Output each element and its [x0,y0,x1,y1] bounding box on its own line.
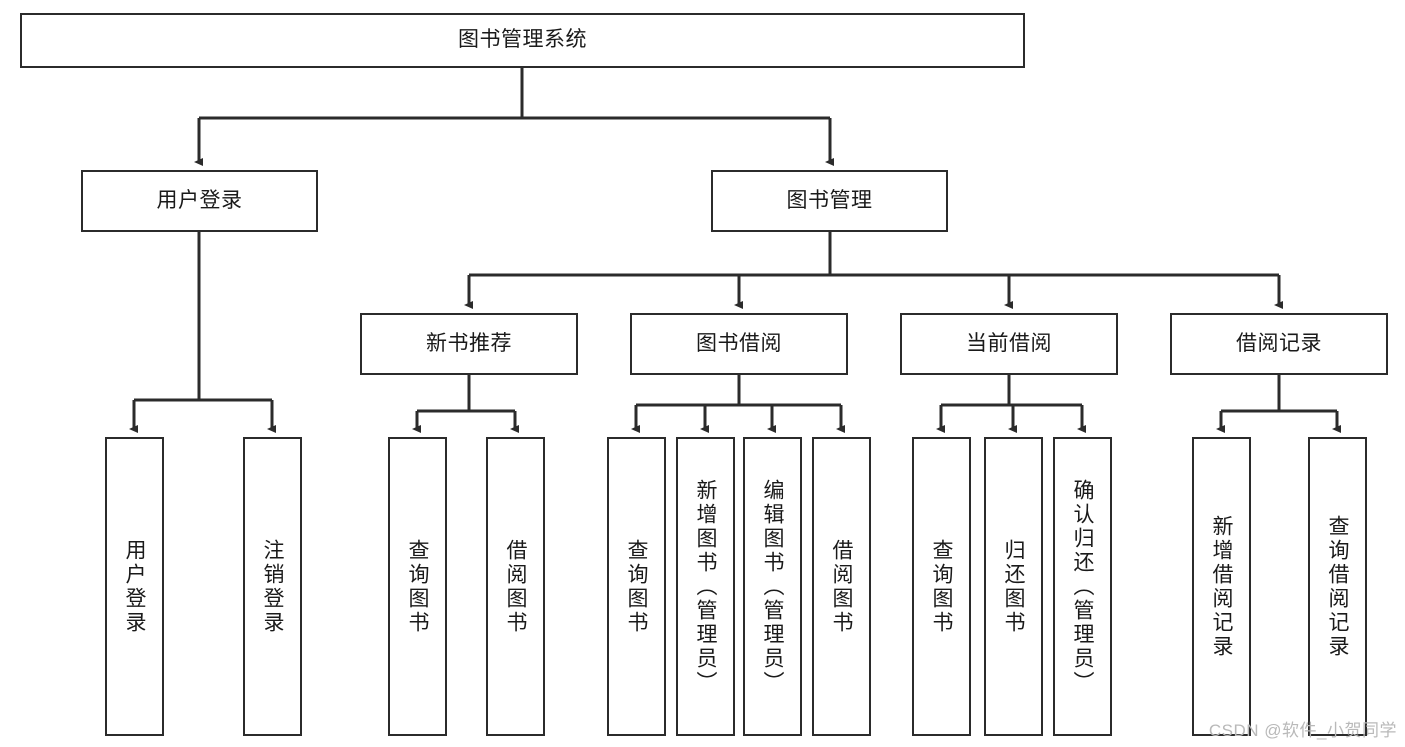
node-new-book-rec-label: 新书推荐 [426,331,512,355]
node-leaf-query-book-cur-label: 查询图书 [930,538,953,635]
node-leaf-user-login[interactable]: 用户登录 [105,437,164,736]
node-leaf-query-book-rec[interactable]: 查询图书 [388,437,447,736]
node-user-login[interactable]: 用户登录 [81,170,318,232]
node-leaf-user-logout[interactable]: 注销登录 [243,437,302,736]
node-leaf-query-book-borrow-label: 查询图书 [625,538,648,635]
node-leaf-edit-book[interactable]: 编辑图书（管理员） [743,437,802,736]
csdn-watermark: CSDN @软件_小贺同学 [1208,721,1397,740]
node-leaf-return-book-label: 归还图书 [1002,538,1025,635]
node-leaf-query-book-cur[interactable]: 查询图书 [912,437,971,736]
node-leaf-query-record[interactable]: 查询借阅记录 [1308,437,1367,736]
node-leaf-borrow-book[interactable]: 借阅图书 [812,437,871,736]
node-leaf-add-record-label: 新增借阅记录 [1210,514,1233,659]
node-book-manage-label: 图书管理 [786,188,873,212]
node-leaf-add-book-label: 新增图书（管理员） [694,478,717,695]
node-root-label: 图书管理系统 [458,28,587,52]
node-current-borrow[interactable]: 当前借阅 [900,313,1118,375]
node-leaf-confirm-return[interactable]: 确认归还（管理员） [1053,437,1112,736]
node-new-book-rec[interactable]: 新书推荐 [360,313,578,375]
node-borrow-record-label: 借阅记录 [1236,331,1322,355]
node-leaf-borrow-book-rec-label: 借阅图书 [504,538,527,635]
node-leaf-edit-book-label: 编辑图书（管理员） [761,478,784,695]
node-leaf-borrow-book-rec[interactable]: 借阅图书 [486,437,545,736]
node-book-manage[interactable]: 图书管理 [711,170,948,232]
node-user-login-label: 用户登录 [156,188,243,212]
node-leaf-borrow-book-label: 借阅图书 [830,538,853,635]
node-book-borrow[interactable]: 图书借阅 [630,313,848,375]
node-leaf-confirm-return-label: 确认归还（管理员） [1071,478,1094,695]
node-root[interactable]: 图书管理系统 [20,13,1025,68]
node-leaf-user-logout-label: 注销登录 [261,538,284,635]
node-leaf-return-book[interactable]: 归还图书 [984,437,1043,736]
node-leaf-query-book-borrow[interactable]: 查询图书 [607,437,666,736]
node-leaf-add-book[interactable]: 新增图书（管理员） [676,437,735,736]
node-book-borrow-label: 图书借阅 [696,331,782,355]
node-leaf-add-record[interactable]: 新增借阅记录 [1192,437,1251,736]
node-leaf-user-login-label: 用户登录 [123,538,146,635]
node-current-borrow-label: 当前借阅 [966,331,1052,355]
node-leaf-query-record-label: 查询借阅记录 [1326,514,1349,659]
node-borrow-record[interactable]: 借阅记录 [1170,313,1388,375]
node-leaf-query-book-rec-label: 查询图书 [406,538,429,635]
